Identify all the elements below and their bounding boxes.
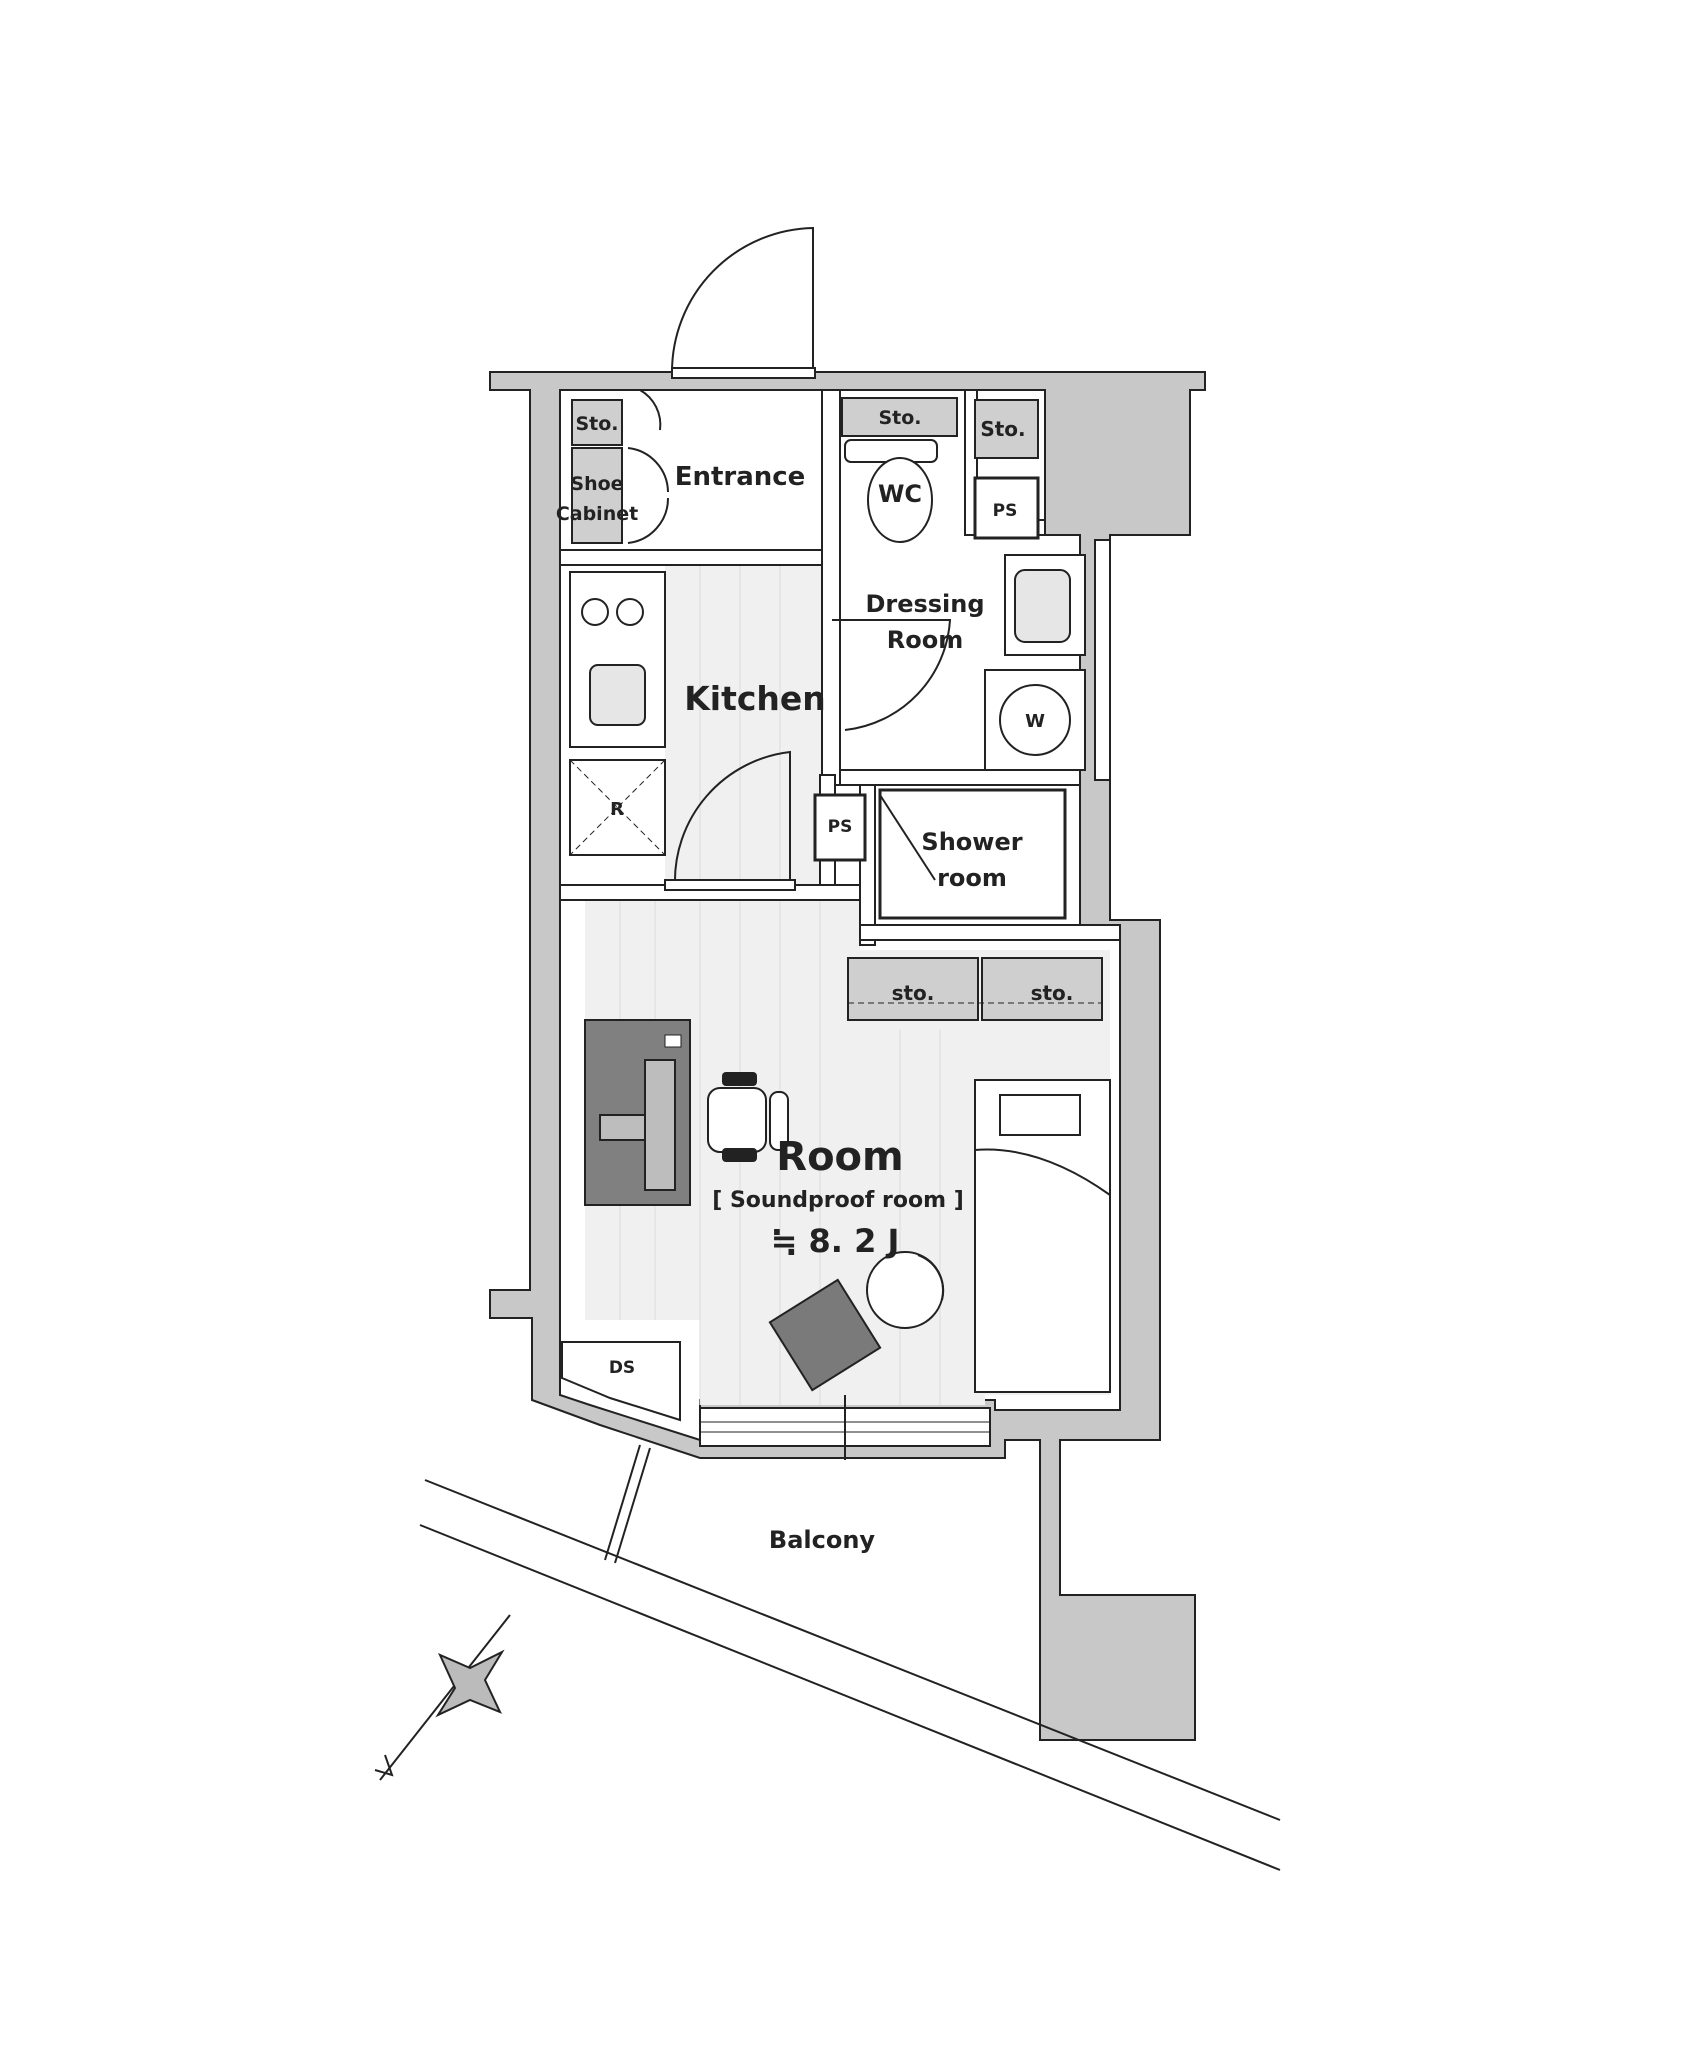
sto-room-left-box — [847, 957, 979, 1021]
label-dressing-1: Dressing — [865, 590, 984, 618]
shoe-cabinet-door[interactable] — [627, 447, 670, 544]
balcony-window[interactable] — [699, 1395, 991, 1460]
kitchen-door[interactable] — [664, 750, 796, 891]
wc-area — [841, 397, 958, 543]
label-fridge: R — [610, 799, 624, 820]
kitchen-floor — [665, 565, 825, 890]
sto-entrance-box — [571, 399, 623, 446]
compass-icon — [374, 1614, 511, 1781]
label-sto-wc: Sto. — [878, 407, 921, 429]
label-ds: DS — [609, 1358, 635, 1378]
fridge — [569, 759, 666, 856]
label-shoe: Shoe — [570, 473, 623, 495]
label-sto-room-right: sto. — [1031, 981, 1074, 1005]
label-dressing-2: Room — [887, 626, 963, 654]
label-room: Room — [776, 1134, 903, 1180]
balcony-rails — [419, 1444, 1281, 1871]
desk-area — [584, 1019, 691, 1206]
washbasin — [1004, 554, 1086, 656]
label-ps-upper: PS — [993, 501, 1018, 521]
round-stool — [866, 1251, 945, 1329]
ds-box — [561, 1341, 681, 1422]
office-chair — [707, 1072, 789, 1162]
sto-room-right-box — [981, 957, 1103, 1021]
entrance-swing — [639, 389, 662, 431]
shower-room — [878, 788, 1067, 920]
label-sto-room-left: sto. — [892, 981, 935, 1005]
ps-lower-box — [813, 793, 867, 862]
shoe-cabinet-box — [571, 447, 623, 544]
dressing-door[interactable] — [832, 619, 952, 731]
label-cabinet: Cabinet — [556, 503, 638, 525]
label-shower-1: Shower — [921, 828, 1022, 856]
side-table — [768, 1278, 882, 1392]
label-room-size: ≒ 8. 2 J — [771, 1222, 900, 1260]
bed — [974, 1079, 1111, 1393]
label-ps-lower: PS — [828, 817, 853, 837]
label-room-note: [ Soundproof room ] — [712, 1188, 964, 1213]
label-sto-right: Sto. — [980, 417, 1025, 441]
label-entrance: Entrance — [675, 462, 806, 492]
kitchen-counter — [569, 571, 666, 748]
label-washer: W — [1025, 711, 1045, 732]
entrance-door[interactable] — [671, 226, 816, 379]
ps-upper-box — [973, 476, 1040, 540]
label-shower-2: room — [937, 864, 1007, 892]
label-wc: WC — [878, 480, 922, 508]
label-balcony: Balcony — [769, 1526, 876, 1554]
label-kitchen: Kitchen — [684, 679, 826, 718]
label-sto-entrance: Sto. — [575, 413, 618, 435]
sto-right-box — [974, 399, 1039, 459]
washing-machine — [984, 669, 1086, 771]
